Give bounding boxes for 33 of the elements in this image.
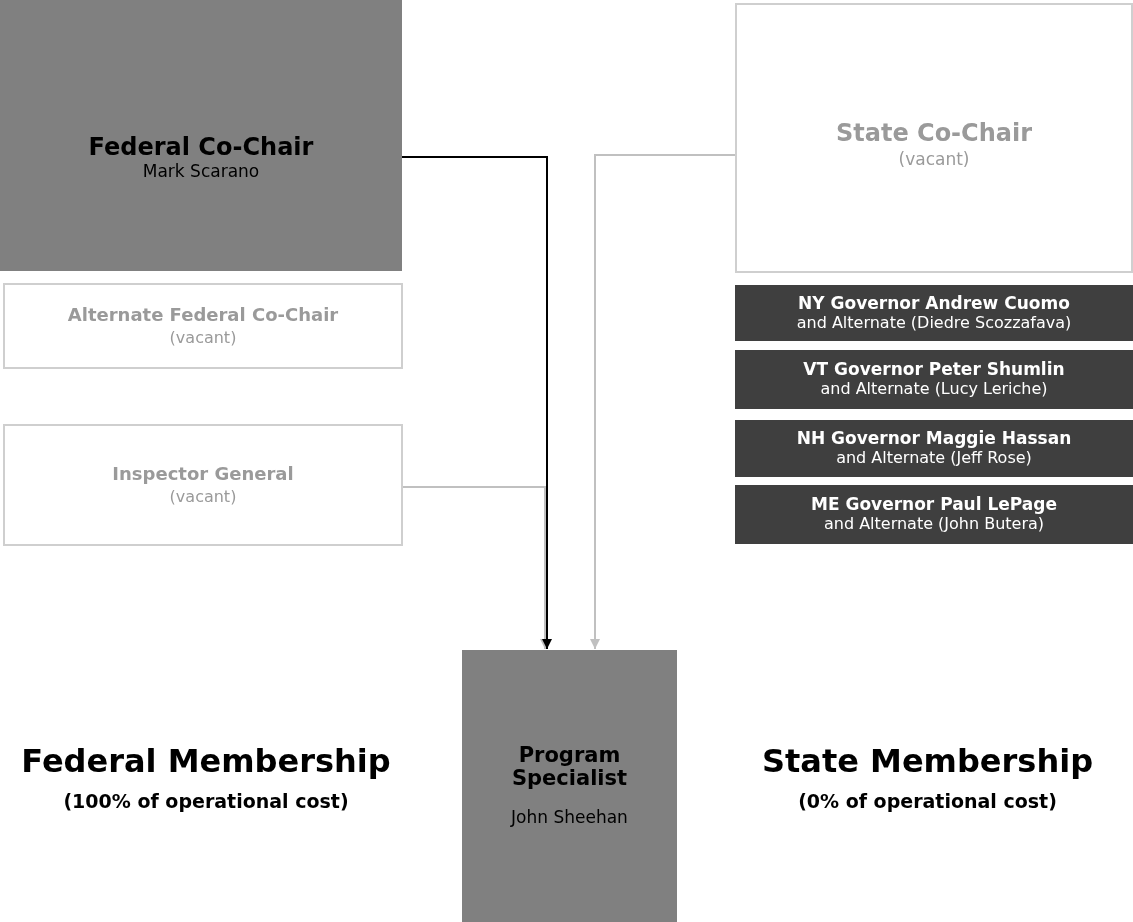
person-name: and Alternate (Jeff Rose): [836, 449, 1032, 468]
person-name: Mark Scarano: [142, 161, 260, 182]
role-title: NH Governor Maggie Hassan: [796, 429, 1072, 449]
role-title: ME Governor Paul LePage: [811, 495, 1057, 515]
membership-heading: State Membership: [760, 742, 1095, 780]
member-band: [735, 285, 1133, 341]
role-title: NY Governor Andrew Cuomo: [798, 293, 1070, 313]
member-band: [735, 350, 1133, 409]
role-title: Alternate Federal Co-Chair: [67, 304, 339, 325]
membership-heading: Federal Membership: [20, 742, 392, 780]
role-title: Inspector General: [112, 463, 294, 484]
cost-share-note: (0% of operational cost): [797, 790, 1058, 812]
role-box: [735, 3, 1133, 273]
role-box: [3, 424, 403, 546]
connector-arrow: [590, 154, 736, 650]
role-title: Federal Co-Chair: [88, 133, 314, 160]
person-name: and Alternate (Lucy Leriche): [820, 380, 1048, 399]
person-name: (vacant): [898, 150, 970, 170]
person-name: and Alternate (John Butera): [823, 515, 1045, 534]
role-box: [3, 283, 403, 369]
member-band: [735, 420, 1133, 477]
person-name: and Alternate (Diedre Scozzafava): [796, 313, 1072, 333]
connector-arrow: [401, 156, 552, 650]
role-box: [462, 650, 677, 922]
role-title: State Co-Chair: [835, 120, 1033, 147]
role-title: VT Governor Peter Shumlin: [803, 360, 1065, 380]
person-name: John Sheehan: [511, 808, 628, 828]
role-box: [0, 0, 402, 271]
cost-share-note: (100% of operational cost): [62, 790, 350, 812]
person-name: (vacant): [169, 328, 237, 348]
person-name: (vacant): [169, 487, 237, 507]
member-band: [735, 485, 1133, 544]
role-title: Program Specialist: [510, 744, 629, 791]
